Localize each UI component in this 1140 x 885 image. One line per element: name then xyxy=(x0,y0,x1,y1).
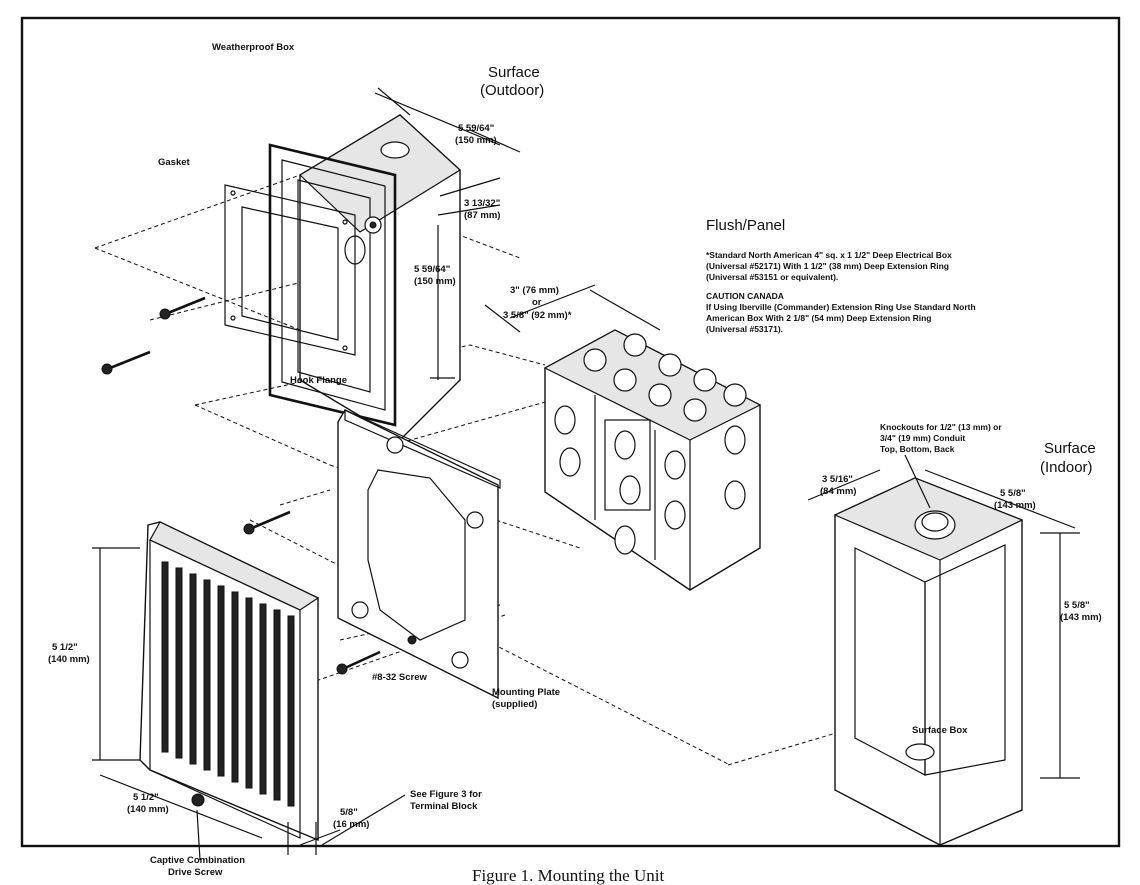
dim-outdoor-depth-mm: (87 mm) xyxy=(464,210,500,221)
grille xyxy=(139,521,320,842)
dim-outdoor-depth: 3 13/32" xyxy=(464,198,500,209)
caution-line-1: If Using Iberville (Commander) Extension… xyxy=(706,302,976,312)
dim-outdoor-width-mm: (150 mm) xyxy=(455,135,497,146)
label-mounting-plate-sub: (supplied) xyxy=(492,699,537,710)
label-surface-outdoor: Surface xyxy=(488,64,540,81)
screw-icon xyxy=(101,296,206,375)
dim-grille-height: 5 1/2" xyxy=(52,642,78,653)
label-captive-screw-sub: Drive Screw xyxy=(168,867,223,878)
knockouts-line-3: Top, Bottom, Back xyxy=(880,444,955,454)
knockouts-line-1: Knockouts for 1/2" (13 mm) or xyxy=(880,422,1002,432)
caution-line-3: (Universal #53171). xyxy=(706,324,783,334)
figure-caption: Figure 1. Mounting the Unit xyxy=(472,866,664,885)
note-line-2: (Universal #52171) With 1 1/2" (38 mm) D… xyxy=(706,261,949,271)
label-mounting-plate: Mounting Plate xyxy=(492,687,560,698)
label-see-figure: See Figure 3 for xyxy=(410,789,482,800)
dim-grille-depth-mm: (16 mm) xyxy=(333,819,369,830)
dim-outdoor-height: 5 59/64" xyxy=(414,264,450,275)
label-see-figure-sub: Terminal Block xyxy=(410,801,478,812)
caution-line-2: American Box With 2 1/8" (54 mm) Deep Ex… xyxy=(706,313,931,323)
grille-dimension-lines xyxy=(92,547,406,861)
label-gasket: Gasket xyxy=(158,157,191,168)
knockouts-line-2: 3/4" (19 mm) Conduit xyxy=(880,433,965,443)
dim-indoor-depth-mm: (84 mm) xyxy=(820,486,856,497)
note-line-1: *Standard North American 4" sq. x 1 1/2"… xyxy=(706,250,952,260)
dim-indoor-depth: 3 5/16" xyxy=(822,474,853,485)
note-line-3: (Universal #53151 or equivalent). xyxy=(706,272,838,282)
gasket xyxy=(224,184,356,356)
mounting-plate xyxy=(337,409,501,700)
dim-outdoor-width: 5 59/64" xyxy=(458,123,494,134)
caution-title: CAUTION CANADA xyxy=(706,291,784,301)
dim-outdoor-height-mm: (150 mm) xyxy=(414,276,456,287)
dim-indoor-width-mm: (143 mm) xyxy=(994,500,1036,511)
plate-screw-icon xyxy=(243,510,381,675)
dim-flush-depth-alt: 3 5/8" (92 mm)* xyxy=(503,310,572,321)
label-captive-screw: Captive Combination xyxy=(150,855,245,866)
dim-flush-depth: 3" (76 mm) xyxy=(510,285,559,296)
grille-slots xyxy=(161,561,295,807)
dim-indoor-width: 5 5/8" xyxy=(1000,488,1026,499)
label-surface-indoor: Surface xyxy=(1044,440,1096,457)
dim-flush-or: or xyxy=(532,297,542,308)
label-hook-flange: Hook Flange xyxy=(290,375,347,386)
label-flush-panel: Flush/Panel xyxy=(706,217,785,234)
dim-grille-height-mm: (140 mm) xyxy=(48,654,90,665)
label-surface-box: Surface Box xyxy=(912,725,968,736)
dim-grille-depth: 5/8" xyxy=(340,807,358,818)
label-screw: #8-32 Screw xyxy=(372,672,428,683)
outdoor-dimension-lines xyxy=(374,87,521,380)
indoor-dimension-lines xyxy=(807,454,1080,779)
label-surface-indoor-sub: (Indoor) xyxy=(1040,459,1093,476)
label-weatherproof-box: Weatherproof Box xyxy=(212,42,295,53)
flush-box xyxy=(543,329,762,591)
dim-grille-width-mm: (140 mm) xyxy=(127,804,169,815)
dim-grille-width: 5 1/2" xyxy=(133,792,159,803)
flush-dimension-lines xyxy=(484,284,661,333)
label-surface-outdoor-sub: (Outdoor) xyxy=(480,82,544,99)
surface-box xyxy=(833,477,1024,846)
dim-indoor-height-mm: (143 mm) xyxy=(1060,612,1102,623)
dim-indoor-height: 5 5/8" xyxy=(1064,600,1090,611)
